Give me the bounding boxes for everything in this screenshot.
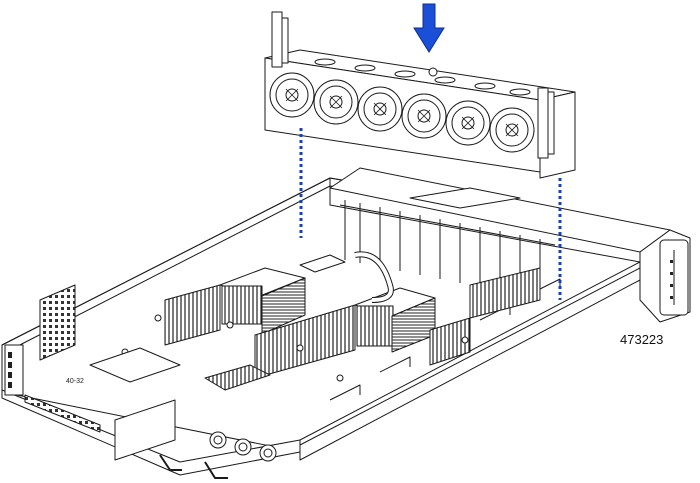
fan-tray-right-handle — [537, 87, 555, 159]
dimm-bank-left — [164, 284, 221, 346]
figure-id-label: 473223 — [620, 332, 664, 347]
fan-tray-module — [264, 11, 576, 179]
rear-io-module — [329, 167, 691, 323]
motherboard — [121, 251, 541, 391]
chipset-heatsink — [204, 364, 271, 391]
cpu1-heatsink — [219, 267, 306, 335]
inline-tag: 40-32 — [66, 378, 84, 385]
alignment-guides — [299, 128, 562, 300]
dimm-bank-center — [254, 304, 356, 379]
down-arrow-icon — [413, 3, 445, 53]
power-supply-handles — [159, 431, 277, 479]
fan-tray-left-handle — [271, 11, 289, 68]
front-io-area: 40-32 — [4, 284, 181, 461]
dimm-bank-right — [429, 317, 471, 366]
